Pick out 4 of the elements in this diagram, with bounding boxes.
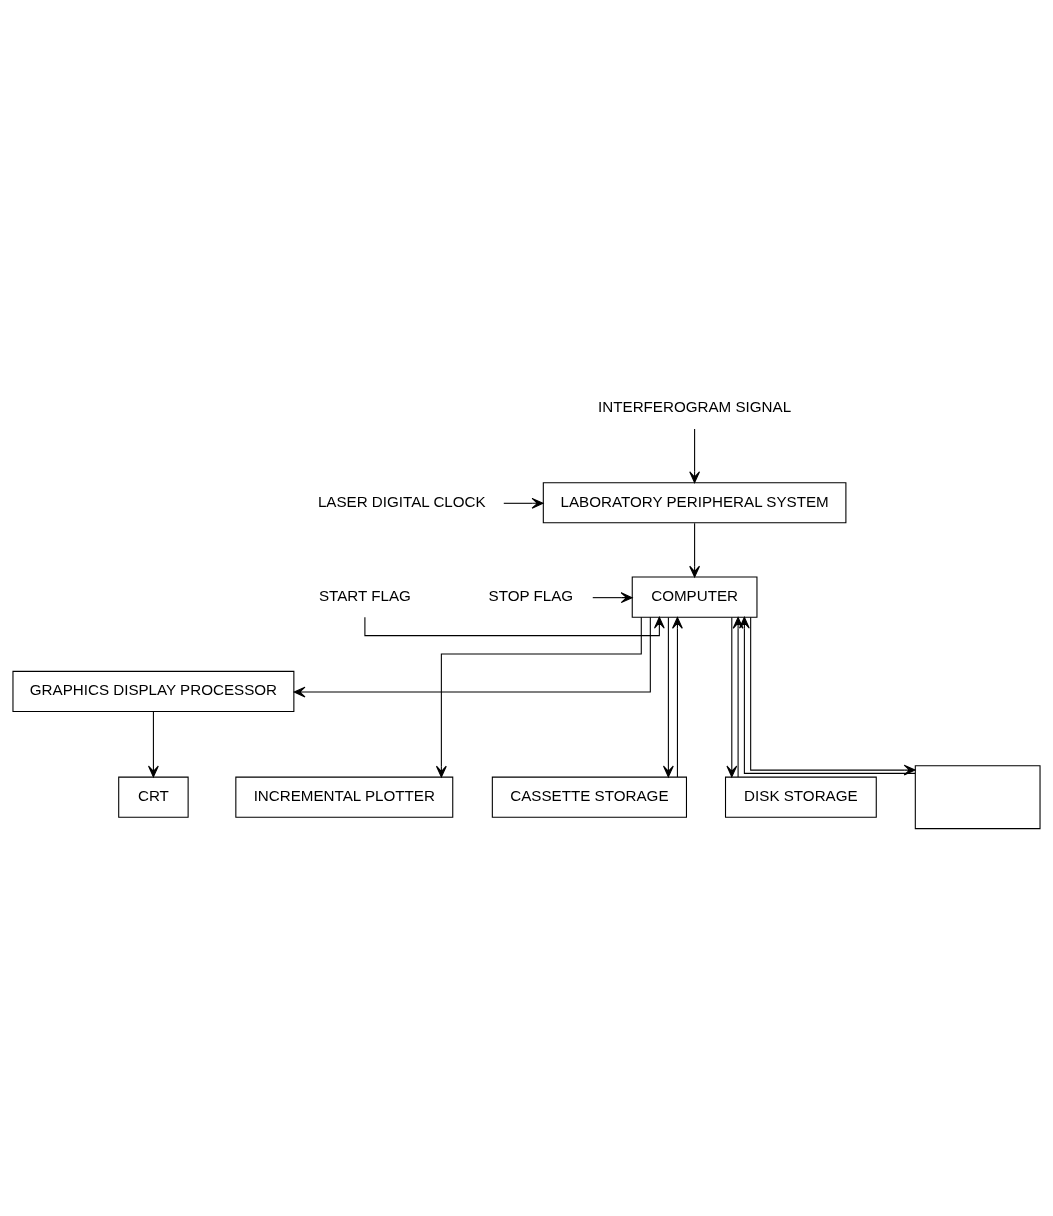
node-text: STOP FLAG [488, 586, 574, 604]
node-text: START FLAG [318, 586, 411, 604]
node-text: LASER DIGITAL CLOCK [317, 492, 486, 510]
node-text: INTERFEROGRAM SIGNAL [598, 397, 792, 415]
